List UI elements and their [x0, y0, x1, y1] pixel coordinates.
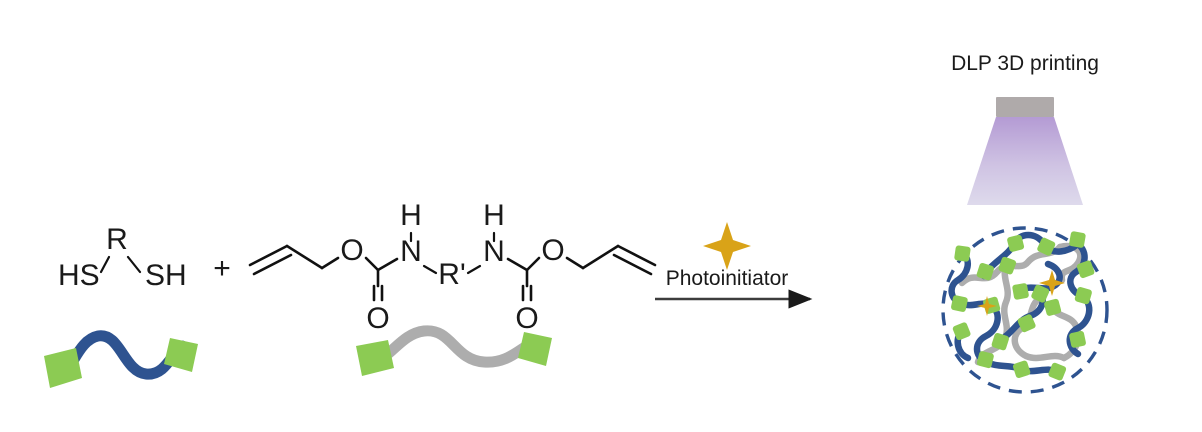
photoinitiator-mark-icon [1039, 270, 1065, 296]
atom-label-h-left: H [400, 199, 422, 232]
atom-label-h-right: H [483, 199, 505, 232]
crosslink-node [951, 295, 968, 312]
cartoon-ene-chain [356, 325, 552, 376]
atom-label-n-right: N [483, 235, 505, 268]
crosslink-node [991, 332, 1009, 351]
crosslink-node [1037, 237, 1056, 256]
network-boundary-circle [941, 226, 1109, 394]
crosslink-node [976, 262, 994, 281]
crosslink-node [1074, 287, 1092, 305]
network-chain-blue-2 [1067, 240, 1088, 300]
bond-right-vinyl-double [612, 253, 653, 276]
bond-r-to-sh [126, 255, 142, 274]
bond-c-to-n-left [376, 257, 399, 272]
network-chain-blue-1 [980, 231, 1082, 280]
crosslink-node [1076, 260, 1095, 279]
crosslink-node [1017, 314, 1036, 333]
atom-label-o-ester-right: O [541, 234, 564, 267]
crosslink-node [1031, 284, 1050, 303]
crosslink-node [1069, 331, 1086, 348]
atom-label-o-carbonyl-right: O [515, 302, 538, 335]
network-chain-blue-3 [1066, 292, 1093, 358]
bond-o-to-carbonyl-left [364, 256, 380, 272]
bond-n-to-rprime-left [422, 264, 438, 275]
atom-label-r-prime: R' [438, 258, 465, 291]
crosslink-node [998, 256, 1017, 275]
arrow-condition-label: Photoinitiator [666, 267, 789, 290]
network-chain-blue-4 [948, 248, 996, 310]
atom-label-o-carbonyl-left: O [366, 302, 389, 335]
bond-n-to-c-right [506, 257, 529, 272]
crosslink-node [1012, 283, 1029, 300]
end-group-cap-gray-left [356, 340, 394, 376]
cartoon-dithiol-chain [44, 330, 198, 388]
bond-left-ch2-to-o [320, 256, 340, 270]
product-dlp-printing: DLP 3D printing [941, 52, 1109, 394]
network-chain-blue-5 [973, 302, 1026, 374]
four-point-star-icon [703, 222, 751, 270]
end-group-cap-gray-right [518, 332, 552, 366]
atom-label-n-left: N [400, 235, 422, 268]
atom-label-hs-left: HS [58, 259, 100, 292]
light-beam [967, 117, 1083, 205]
bond-left-vinyl [248, 244, 289, 267]
photoinitiator-mark-icon [977, 296, 997, 316]
reaction-arrow-group: Photoinitiator [655, 222, 813, 309]
bond-right-o-to-ch2 [565, 256, 585, 270]
reactant-dithiol: HS R SH [58, 223, 187, 292]
crosslink-node [976, 351, 994, 369]
crosslink-node [952, 322, 971, 341]
atom-label-r-center: R [106, 223, 128, 256]
bond-right-vinyl [616, 244, 657, 267]
crosslink-node [1007, 234, 1025, 252]
crosslink-node [1012, 360, 1031, 378]
bond-left-vinyl-double [252, 253, 293, 276]
projector-head [996, 97, 1054, 117]
crosslink-node [1069, 231, 1086, 248]
network-crosslink-nodes [951, 231, 1095, 381]
bond-rprime-to-n-right [466, 264, 482, 275]
bond-right-allyl-ch2 [581, 244, 620, 270]
polymer-chain-gray [368, 325, 540, 368]
bond-hs-to-r [99, 255, 111, 274]
crosslink-node [1044, 298, 1062, 316]
end-group-cap-right [164, 338, 198, 372]
plus-operator: + [213, 252, 231, 285]
atom-label-sh-right: SH [145, 259, 187, 292]
network-chain-gray-3 [974, 258, 1011, 366]
dlp-title: DLP 3D printing [951, 52, 1099, 75]
atom-label-o-ester-left: O [340, 234, 363, 267]
bond-c-to-o-ester-right [525, 256, 541, 272]
end-group-cap-left [44, 348, 82, 388]
reactant-diallyl-dicarbamate: O O N H R' N H O O [248, 199, 657, 335]
crosslink-node [954, 245, 971, 262]
crosslink-node [1048, 362, 1067, 381]
bond-left-allyl-ch2 [285, 244, 324, 270]
